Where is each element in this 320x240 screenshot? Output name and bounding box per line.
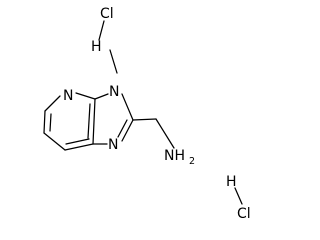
amine-label: NH 2 bbox=[164, 148, 195, 167]
aminomethyl-group bbox=[132, 118, 175, 149]
h-cl-bond-top bbox=[98, 20, 105, 41]
imidazole-ring bbox=[92, 93, 134, 145]
bond-c4-c4a bbox=[64, 143, 94, 151]
bond-c4-c4a-inner bbox=[65, 138, 90, 145]
bond-c2-c3-inner bbox=[49, 113, 52, 132]
chlorine-label-top: Cl bbox=[100, 6, 114, 22]
bond-c7a-n1 bbox=[75, 92, 96, 100]
methyl-bond bbox=[109, 49, 118, 74]
imidazole-nitrogen-label: N bbox=[108, 137, 118, 153]
hydrogen-chloride-top: Cl H bbox=[91, 6, 114, 55]
chlorine-label-bottom: Cl bbox=[237, 206, 251, 222]
amine-subscript-label: 2 bbox=[189, 156, 195, 167]
bond-c4a-c7a-inner bbox=[87, 103, 91, 139]
hydrogen-chloride-bottom: H Cl bbox=[226, 174, 251, 222]
chemical-structure: Cl H N N N NH 2 H Cl bbox=[43, 6, 251, 222]
pyridine-ring bbox=[43, 92, 96, 151]
hydrogen-label-top: H bbox=[91, 39, 102, 55]
bond-c2-c3 bbox=[43, 110, 46, 134]
pyridine-nitrogen-label: N bbox=[63, 88, 73, 104]
amine-nh-label: NH bbox=[164, 148, 185, 164]
hydrogen-label-bottom: H bbox=[226, 174, 237, 190]
bond-n1-c2 bbox=[44, 95, 61, 112]
bond-c3-c4 bbox=[43, 132, 66, 151]
bond-c2-n1 bbox=[121, 119, 134, 142]
bond-ch2-n bbox=[155, 118, 175, 149]
n-methyl-nitrogen-label: N bbox=[109, 84, 119, 100]
h-cl-bond-bottom bbox=[234, 187, 243, 205]
bond-c7a-n3 bbox=[94, 93, 109, 100]
bond-n3-c2 bbox=[121, 93, 134, 121]
bond-c4a-c7a bbox=[92, 98, 96, 145]
bond-c2-n1-inner bbox=[117, 119, 128, 138]
bond-c2-ch2 bbox=[132, 118, 157, 121]
